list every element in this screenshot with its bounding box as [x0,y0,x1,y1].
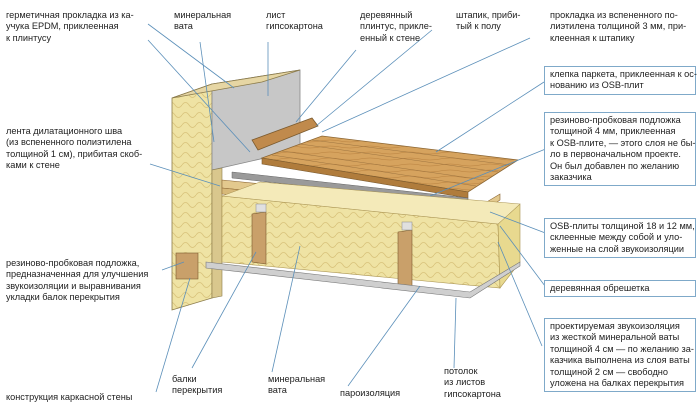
label-line: из жесткой минеральной ваты [550,332,680,343]
label-cork-underlay-top: резиново-пробковая подложка толщиной 4 м… [544,112,696,187]
label-line: штапик, приби- [456,10,521,20]
label-damper-tape: лента дилатационного шва (из вспененного… [6,126,142,172]
label-line: ло в первоначальном проекте. [550,149,681,160]
label-parquet: клепка паркета, приклеенная к ос- новани… [544,66,697,95]
label-frame-wall: конструкция каркасной стены [6,392,132,403]
label-line: перекрытия [172,385,223,396]
label-line: гипсокартона [444,388,501,399]
ceiling-drywall [205,261,521,299]
label-line: плинтус, прикле- [360,21,432,32]
label-line: минеральная [268,374,326,384]
label-line: лист [266,10,286,20]
label-line: толщиной 1 см), прибитая скоб- [6,148,143,159]
label-batten: деревянная обрешетка [544,280,696,298]
label-line: балки [172,374,197,384]
label-line: из листов [444,377,486,388]
label-line: резиново-пробковая подложка [550,115,681,125]
skirting-board [251,117,319,151]
label-line: герметичная прокладка из ка- [6,10,134,20]
label-skirting: деревянный плинтус, прикле- енный к стен… [360,10,432,44]
label-line: толщиной 4 мм, приклеенная [550,126,676,137]
label-pin-strip: штапик, приби- тый к полу [456,10,521,33]
label-line: уложена на балках перекрытия [550,378,684,389]
label-foam-gasket: прокладка из вспененного по- лиэтилена т… [550,10,686,44]
label-line: к OSB-плите, — этого слоя не бы- [550,137,696,148]
label-line: пароизоляция [340,388,401,398]
label-line: нованию из OSB-плит [550,80,644,91]
label-mineral-wool-bottom: минеральная вата [268,374,325,397]
label-line: заказчика [550,172,592,183]
label-line: казчика выполнена из слоя ваты [550,355,690,366]
label-line: лиэтилена толщиной 3 мм, при- [550,21,687,32]
label-line: проектируемая звукоизоляция [550,321,680,331]
label-osb: OSB-плиты толщиной 18 и 12 мм, склеенные… [544,218,696,259]
label-line: деревянная обрешетка [550,283,650,293]
label-floor-beams: балки перекрытия [172,374,222,397]
label-line: деревянный [360,10,413,20]
label-line: женные на слой звукоизоляции [550,243,684,254]
floor-beams [251,203,413,287]
label-line: потолок [444,366,478,376]
label-drywall-sheet: лист гипсокартона [266,10,323,33]
label-line: резиново-пробковая подложка, [6,258,140,268]
wall-post [175,252,199,280]
label-line: (из вспененного полиэтилена [6,137,132,148]
label-line: гипсокартона [266,21,323,32]
label-line: толщиной 4 см — по желанию за- [550,343,694,354]
label-line: клепка паркета, приклеенная к ос- [550,69,697,79]
label-line: конструкция каркасной стены [6,392,133,402]
label-line: укладки балок перекрытия [6,292,120,303]
label-ceiling-drywall: потолок из листов гипсокартона [444,366,501,400]
label-line: минеральная [174,10,232,20]
label-line: прокладка из вспененного по- [550,10,678,20]
label-line: OSB-плиты толщиной 18 и 12 мм, [550,221,695,231]
label-line: учука EPDM, приклеенная [6,21,119,32]
label-line: клеенная к штапику [550,32,635,43]
label-line: лента дилатационного шва [6,126,123,136]
label-line: ками к стене [6,160,60,171]
label-vapor-barrier: пароизоляция [340,388,400,399]
label-line: к плинтусу [6,32,52,43]
label-epdm-gasket: герметичная прокладка из ка- учука EPDM,… [6,10,134,44]
label-line: звукоизоляции и выравнивания [6,280,141,291]
frame-wall [171,69,301,311]
label-line: толщиной 2 см — свободно [550,366,668,377]
label-line: склеенные между собой и уло- [550,232,683,243]
label-mineral-wool-top: минеральная вата [174,10,231,33]
label-line: предназначенная для улучшения [6,269,149,280]
label-line: тый к полу [456,21,501,32]
label-line: вата [268,385,287,396]
label-line: вата [174,21,193,32]
label-sound-insulation: проектируемая звукоизоляция из жесткой м… [544,318,696,393]
label-cork-underlay-bottom: резиново-пробковая подложка, предназначе… [6,258,148,304]
leader-lines [147,23,549,393]
label-line: Он был добавлен по желанию [550,160,680,171]
label-line: енный к стене [360,32,421,43]
